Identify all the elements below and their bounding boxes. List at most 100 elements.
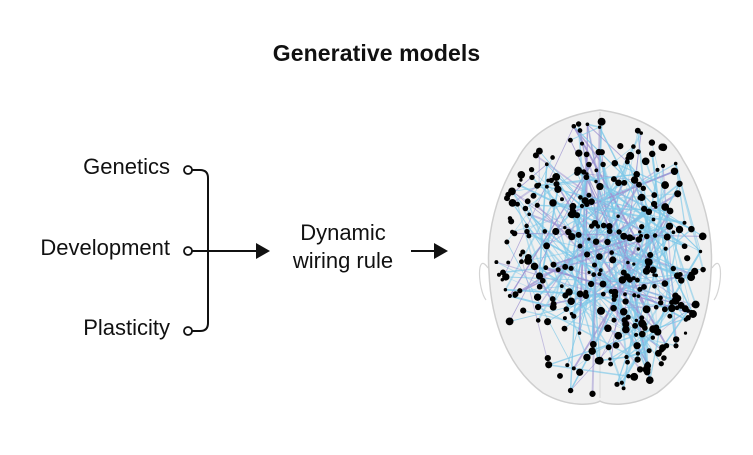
network-node bbox=[615, 179, 622, 187]
network-edge bbox=[579, 130, 599, 227]
network-node bbox=[589, 390, 596, 397]
network-node bbox=[633, 170, 641, 178]
network-node bbox=[661, 280, 669, 287]
network-node bbox=[596, 253, 603, 260]
network-node bbox=[517, 171, 526, 179]
network-node bbox=[632, 322, 639, 329]
network-node bbox=[533, 293, 542, 301]
network-node bbox=[634, 127, 641, 134]
network-node bbox=[594, 357, 603, 365]
network-node bbox=[591, 272, 597, 277]
network-node bbox=[619, 380, 624, 385]
network-node bbox=[611, 292, 619, 299]
network-node bbox=[647, 251, 654, 259]
network-node bbox=[640, 185, 646, 191]
network-edge bbox=[609, 310, 689, 360]
network-edge bbox=[618, 183, 681, 233]
network-node bbox=[678, 277, 685, 284]
network-node bbox=[642, 267, 651, 275]
network-node bbox=[503, 287, 508, 292]
network-node bbox=[565, 228, 572, 236]
network-node bbox=[640, 205, 648, 212]
network-node bbox=[651, 192, 658, 199]
wiring-rule-line1: Dynamic bbox=[300, 220, 386, 245]
network-node bbox=[652, 233, 658, 238]
network-node bbox=[677, 301, 685, 309]
network-node bbox=[673, 343, 679, 349]
network-node bbox=[550, 261, 557, 268]
network-node bbox=[671, 230, 676, 235]
network-node bbox=[552, 173, 561, 181]
network-node bbox=[617, 143, 624, 150]
network-node bbox=[555, 267, 561, 273]
network-node bbox=[661, 181, 670, 190]
network-node bbox=[583, 353, 591, 362]
wiring-rule-label: Dynamic wiring rule bbox=[268, 219, 418, 275]
network-node bbox=[668, 210, 673, 215]
network-node bbox=[632, 262, 636, 266]
network-node bbox=[544, 318, 552, 326]
network-edge bbox=[591, 201, 685, 224]
network-node bbox=[604, 238, 611, 246]
network-node bbox=[545, 361, 553, 369]
network-node bbox=[673, 161, 678, 166]
network-node bbox=[567, 137, 573, 143]
network-node bbox=[653, 304, 659, 310]
network-node bbox=[659, 344, 667, 352]
network-node bbox=[518, 253, 523, 257]
network-edge bbox=[516, 203, 541, 287]
network-node bbox=[545, 184, 549, 189]
network-edge bbox=[585, 193, 678, 202]
network-node bbox=[605, 344, 612, 351]
network-node bbox=[645, 208, 653, 216]
network-node bbox=[648, 139, 656, 146]
network-node bbox=[634, 332, 639, 337]
network-node bbox=[528, 166, 535, 173]
network-node bbox=[530, 192, 537, 199]
network-node bbox=[622, 325, 630, 334]
network-node bbox=[583, 174, 590, 181]
network-node bbox=[571, 123, 577, 129]
network-node bbox=[595, 224, 601, 229]
network-node bbox=[561, 325, 568, 332]
network-node bbox=[624, 159, 630, 165]
network-node bbox=[624, 354, 629, 360]
network-node bbox=[671, 296, 680, 305]
network-node bbox=[642, 325, 648, 331]
network-node bbox=[542, 229, 548, 234]
network-node bbox=[698, 249, 703, 254]
network-node bbox=[571, 366, 576, 371]
network-edge bbox=[548, 317, 689, 366]
network-edge bbox=[591, 274, 595, 352]
network-node bbox=[685, 315, 691, 321]
network-node bbox=[562, 263, 569, 270]
network-edge bbox=[653, 274, 687, 320]
network-node bbox=[592, 238, 600, 245]
network-node bbox=[674, 190, 682, 198]
network-node bbox=[630, 176, 639, 184]
network-node bbox=[648, 150, 656, 158]
network-node bbox=[534, 182, 541, 189]
network-edge bbox=[617, 179, 636, 217]
network-node bbox=[636, 294, 641, 298]
network-node bbox=[638, 193, 646, 202]
network-node bbox=[661, 306, 668, 313]
network-node bbox=[626, 260, 630, 265]
network-node bbox=[654, 273, 658, 278]
network-node bbox=[505, 317, 514, 326]
network-node bbox=[645, 376, 654, 385]
network-node bbox=[504, 239, 510, 245]
network-node bbox=[691, 300, 700, 309]
network-edge bbox=[565, 238, 590, 310]
input-label-plasticity: Plasticity bbox=[83, 315, 170, 340]
network-node bbox=[623, 273, 631, 281]
network-node bbox=[580, 169, 587, 175]
network-edge bbox=[612, 130, 639, 260]
network-node bbox=[504, 195, 510, 202]
network-node bbox=[670, 265, 676, 272]
network-node bbox=[500, 269, 506, 276]
network-node bbox=[630, 372, 639, 381]
network-node bbox=[623, 292, 627, 297]
input-label-genetics: Genetics bbox=[83, 154, 170, 179]
